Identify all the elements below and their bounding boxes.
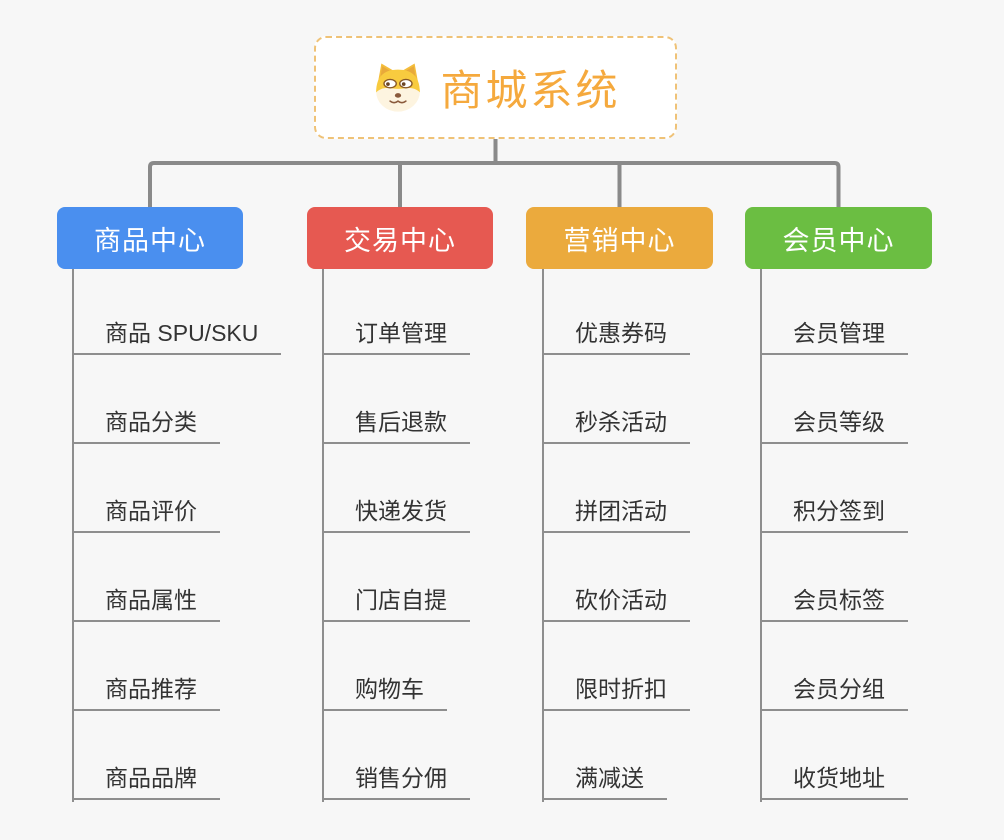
subtopic-node[interactable]: 优惠券码 [542, 266, 690, 355]
subtopic-node[interactable]: 售后退款 [322, 355, 470, 444]
subtopic-node[interactable]: 商品属性 [72, 533, 220, 622]
subtopic-column-trade: 订单管理 售后退款 快递发货 门店自提 购物车 销售分佣 [322, 266, 470, 800]
subtopic-node[interactable]: 会员等级 [760, 355, 908, 444]
subtopic-node[interactable]: 订单管理 [322, 266, 470, 355]
root-node[interactable]: 商城系统 [314, 36, 677, 139]
subtree-trunk-line-1 [72, 269, 74, 802]
subtopic-node[interactable]: 满减送 [542, 711, 667, 800]
branch-node-marketing-center[interactable]: 营销中心 [526, 207, 713, 269]
subtopic-node[interactable]: 收货地址 [760, 711, 908, 800]
subtopic-node[interactable]: 砍价活动 [542, 533, 690, 622]
branch-bus-line [148, 161, 841, 210]
subtopic-node[interactable]: 会员标签 [760, 533, 908, 622]
subtopic-column-product: 商品 SPU/SKU 商品分类 商品评价 商品属性 商品推荐 商品品牌 [72, 266, 282, 800]
subtopic-node[interactable]: 商品 SPU/SKU [72, 266, 282, 355]
subtopic-node[interactable]: 会员分组 [760, 622, 908, 711]
subtopic-node[interactable]: 商品品牌 [72, 711, 220, 800]
subtree-trunk-line-2 [322, 269, 324, 802]
subtopic-node[interactable]: 商品评价 [72, 444, 220, 533]
branch-node-product-center[interactable]: 商品中心 [57, 207, 243, 269]
branch-node-trade-center[interactable]: 交易中心 [307, 207, 493, 269]
subtopic-node[interactable]: 销售分佣 [322, 711, 470, 800]
subtree-trunk-line-3 [542, 269, 544, 802]
subtopic-node[interactable]: 积分签到 [760, 444, 908, 533]
subtopic-node[interactable]: 商品推荐 [72, 622, 220, 711]
subtopic-column-marketing: 优惠券码 秒杀活动 拼团活动 砍价活动 限时折扣 满减送 [542, 266, 690, 800]
subtopic-node[interactable]: 限时折扣 [542, 622, 690, 711]
subtopic-node[interactable]: 会员管理 [760, 266, 908, 355]
subtopic-node[interactable]: 商品分类 [72, 355, 220, 444]
subtopic-node[interactable]: 拼团活动 [542, 444, 690, 533]
subtopic-node[interactable]: 门店自提 [322, 533, 470, 622]
doge-icon [376, 63, 421, 112]
subtopic-column-member: 会员管理 会员等级 积分签到 会员标签 会员分组 收货地址 [760, 266, 908, 800]
subtopic-node[interactable]: 购物车 [322, 622, 447, 711]
subtopic-node[interactable]: 快递发货 [322, 444, 470, 533]
branch-node-member-center[interactable]: 会员中心 [745, 207, 932, 269]
root-title: 商城系统 [440, 67, 621, 114]
subtree-trunk-line-4 [760, 269, 762, 802]
subtopic-node[interactable]: 秒杀活动 [542, 355, 690, 444]
